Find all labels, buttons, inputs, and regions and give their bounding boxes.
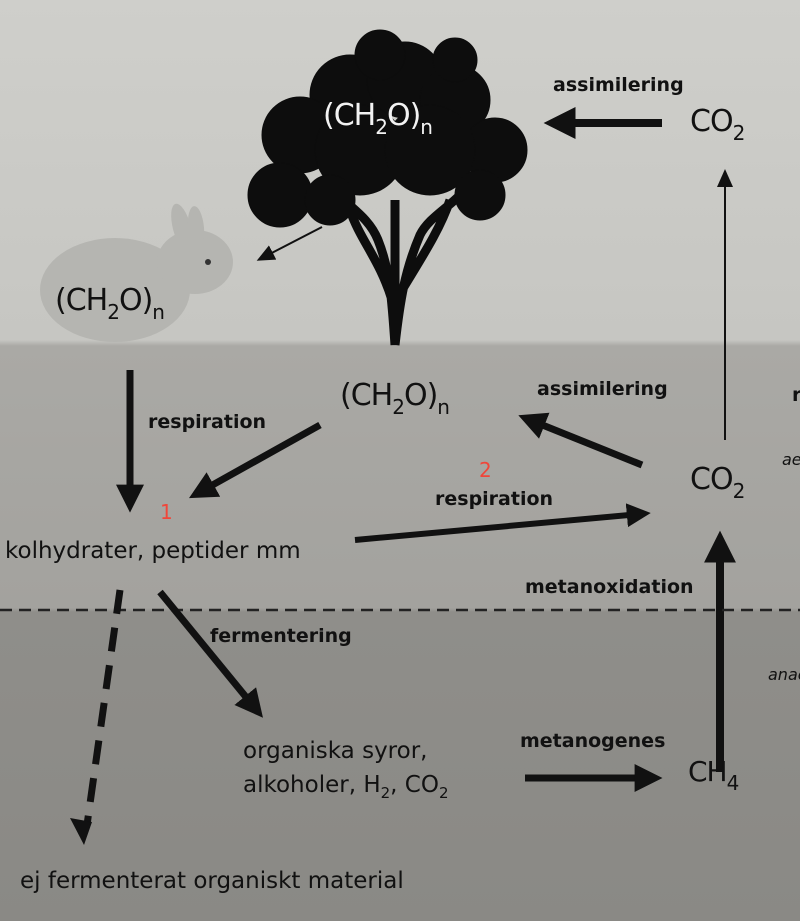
arrow-respiration-mid — [354, 503, 651, 543]
edge-text-r: r — [792, 384, 800, 406]
marker-1: 1 — [160, 500, 173, 524]
tree-illustration — [247, 29, 528, 346]
label-metanoxidation: metanoxidation — [525, 576, 694, 598]
arrow-ej-fermenterat — [83, 589, 124, 826]
label-fermentering: fermentering — [210, 625, 352, 647]
label-respiration-left: respiration — [148, 411, 267, 433]
tree-formula-ch2o: (CH2O)n — [323, 98, 433, 139]
edge-text-ae: ae — [782, 450, 800, 469]
arrow-ej-fermenterat-head — [70, 818, 92, 845]
node-organiska-line1: organiska syror, — [243, 738, 428, 764]
label-respiration-mid: respiration — [435, 488, 554, 510]
co2-top: CO2 — [690, 104, 745, 145]
label-assimilering-top: assimilering — [553, 74, 684, 96]
co2-mid: CO2 — [690, 462, 745, 503]
label-metanogenes: metanogenes — [520, 730, 666, 752]
node-organiska-line2: alkoholer, H2, CO2 — [243, 772, 449, 802]
rabbit-illustration — [40, 203, 233, 342]
node-kolhydrater: kolhydrater, peptider mm — [5, 538, 301, 564]
ch4: CH4 — [688, 755, 739, 795]
arrow-assimilering-mid — [518, 412, 644, 469]
edge-text-anae: anae — [768, 665, 800, 684]
node-ej-fermenterat: ej fermenterat organiskt material — [20, 868, 404, 894]
marker-2: 2 — [479, 458, 492, 482]
arrow-fermentering — [157, 589, 263, 718]
label-assimilering-mid: assimilering — [537, 378, 668, 400]
arrow-ch2o-to-kolhydrater — [188, 421, 322, 499]
arrow-tree-to-rabbit — [256, 226, 323, 261]
soil-formula-ch2o: (CH2O)n — [340, 378, 450, 419]
rabbit-formula-ch2o: (CH2O)n — [55, 283, 165, 324]
